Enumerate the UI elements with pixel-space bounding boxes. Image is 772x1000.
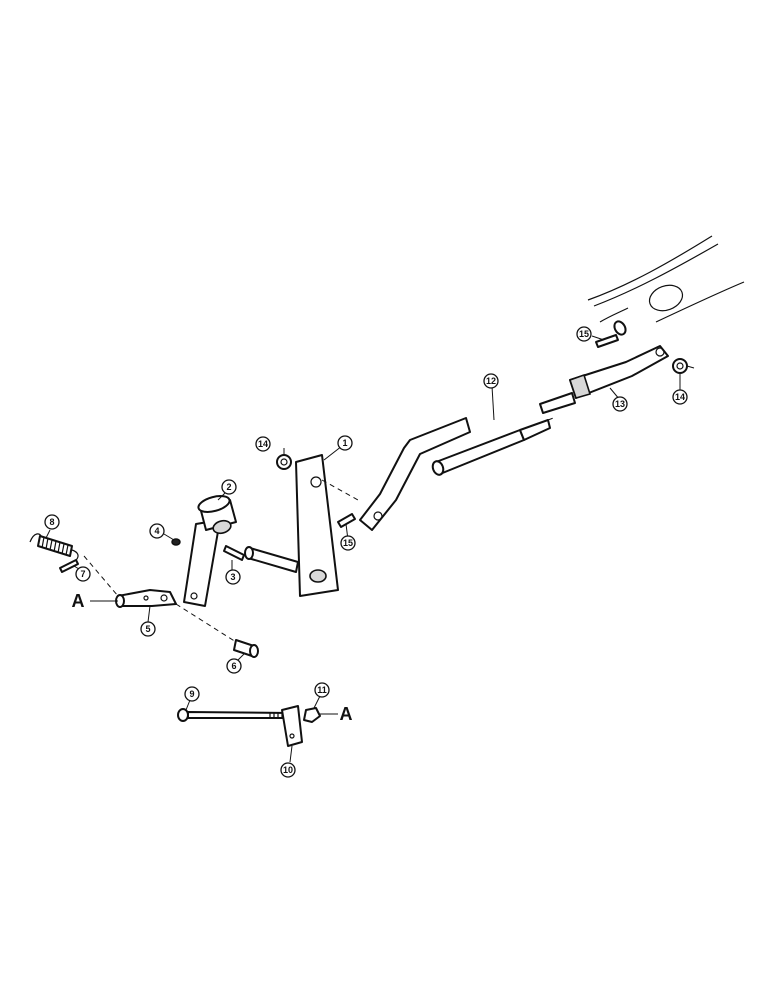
svg-text:1: 1 [342,438,347,448]
callout-1: 1 [337,435,353,451]
callout-3: 3 [225,569,241,585]
callout-10: 10 [280,762,296,778]
svg-text:14: 14 [675,392,685,402]
svg-text:9: 9 [189,689,194,699]
svg-text:4: 4 [154,526,159,536]
callout-4: 4 [149,523,165,539]
pedal-arm [183,495,237,607]
callout-5: 5 [140,621,156,637]
bolt-4 [171,538,181,546]
clevis-link [568,320,669,399]
callout-13: 13 [612,396,628,412]
svg-text:5: 5 [145,624,150,634]
callout-14-upper: 14 [672,389,688,405]
washer-upper [672,358,695,374]
svg-text:11: 11 [317,685,327,695]
svg-text:12: 12 [486,376,496,386]
pedal-lever [295,454,339,597]
reference-a-upper: A [72,591,85,611]
svg-text:3: 3 [230,572,235,582]
svg-text:14: 14 [258,439,268,449]
key-3 [223,545,245,561]
callout-7: 7 [75,566,91,582]
callout-11: 11 [314,682,330,698]
leader-lines [45,335,681,763]
callout-14-lower: 14 [255,436,271,452]
svg-text:15: 15 [343,538,353,548]
callout-12: 12 [483,373,499,389]
bolt-6 [233,639,259,658]
svg-text:7: 7 [80,569,85,579]
bellcrank [359,417,471,531]
callout-9: 9 [184,686,200,702]
callout-2: 2 [221,479,237,495]
connecting-rod [431,392,576,476]
callout-8: 8 [44,514,60,530]
svg-text:10: 10 [283,765,293,775]
assembly-lines [83,416,557,643]
callout-6: 6 [226,658,242,674]
cotter-pin-upper [595,334,619,348]
callout-15-lower: 15 [340,535,356,551]
svg-text:2: 2 [226,482,231,492]
svg-text:15: 15 [579,329,589,339]
yoke [115,589,177,608]
pin-7 [59,559,79,573]
adjusting-plate [281,705,303,747]
cotter-pin-lower [337,513,356,528]
svg-text:13: 13 [615,399,625,409]
callout-15-upper: 15 [576,326,592,342]
adjusting-rod [177,708,291,722]
frame-rail [587,235,745,323]
svg-text:8: 8 [49,517,54,527]
reference-a-lower: A [340,704,353,724]
spring [29,533,79,561]
adjusting-nut [303,707,321,723]
cross-shaft [244,546,299,573]
washer-lower [276,454,292,470]
svg-text:6: 6 [231,661,236,671]
